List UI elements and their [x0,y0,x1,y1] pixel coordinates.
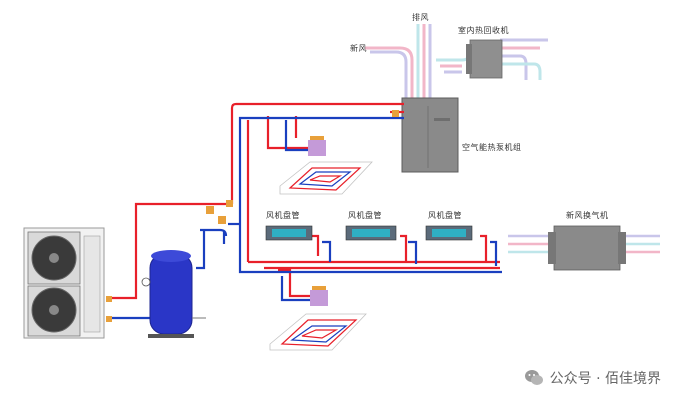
label-fan-coil-2: 风机盘管 [348,211,382,220]
label-fan-coil-3: 风机盘管 [428,211,462,220]
fan-coil-units [265,225,473,241]
watermark-text: 公众号 · 佰佳境界 [549,371,661,387]
floor-heating-lower [269,286,367,351]
wechat-icon [524,369,544,387]
fresh-air-ventilator [508,225,660,271]
buffer-tank [141,250,206,338]
label-indoor-heat-recovery: 室内热回收机 [458,26,509,35]
indoor-heat-recovery-unit [469,39,503,79]
label-fresh-air: 新风 [350,44,367,53]
label-fan-coil-1: 风机盘管 [266,211,300,220]
valves [106,110,399,322]
ductwork-top [365,24,548,98]
floor-heating-upper [279,136,373,195]
return-pipes [108,116,502,320]
label-exhaust-air: 排风 [412,13,429,22]
label-fresh-air-ventilator: 新风换气机 [566,211,609,220]
watermark: 公众号 · 佰佳境界 [524,368,661,388]
label-heat-pump-unit: 空气能热泵机组 [462,143,522,152]
heat-pump-unit [401,97,459,173]
outdoor-unit [23,227,105,339]
